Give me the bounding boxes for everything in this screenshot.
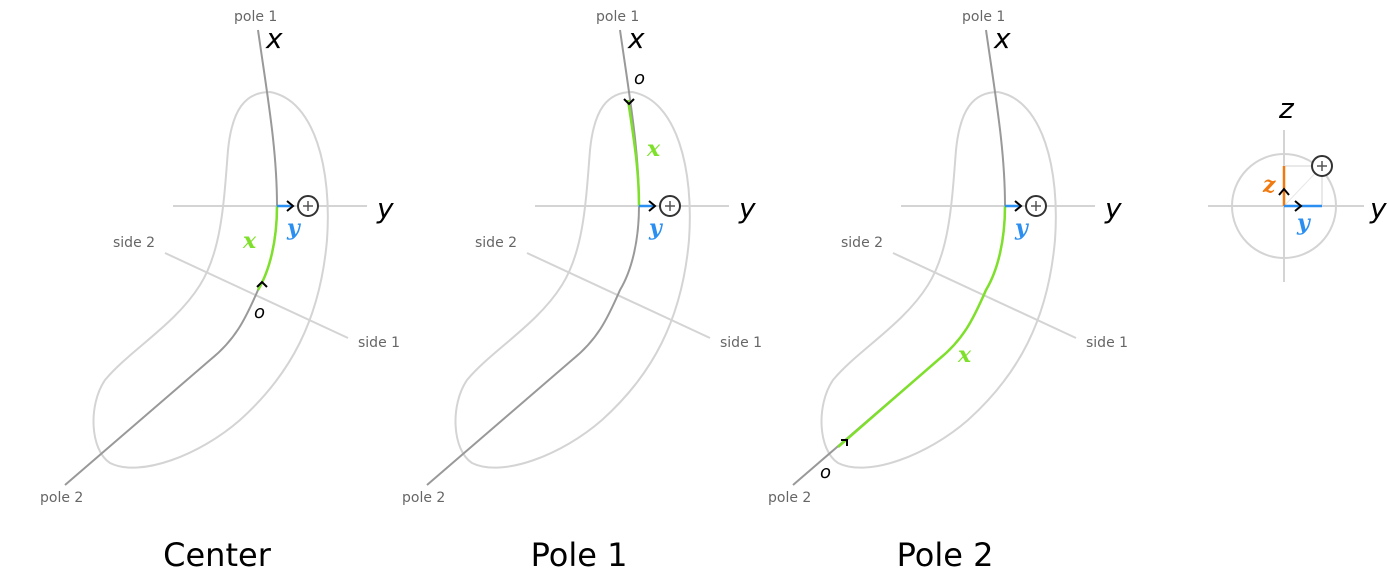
pole-1-label: pole 1 [962, 9, 1005, 25]
axis-label-y: y [376, 192, 394, 225]
origin-label: o [254, 302, 265, 323]
z-component-label: z [1262, 172, 1276, 198]
y-coordinate-label: y [286, 215, 302, 241]
panel-center: o x y x y pole 1 pole 2 side 2 side 1 Center [40, 9, 400, 568]
centerline [426, 29, 641, 486]
centerline [792, 29, 1007, 486]
x-coordinate-label: x [957, 342, 972, 368]
panel-pole-2: o x y x y pole 1 pole 2 side 2 side 1 Pole 2 [768, 9, 1128, 568]
origin-label: o [634, 68, 645, 89]
axis-label-x: x [993, 22, 1011, 55]
axis-label-y: y [1104, 192, 1122, 225]
x-coordinate-path [256, 205, 279, 291]
plus-circle-icon [659, 195, 681, 217]
origin-label: o [820, 462, 831, 483]
y-coordinate-label: y [1014, 215, 1030, 241]
origin-arrow-icon [841, 439, 848, 446]
y-arrow-icon [648, 200, 657, 212]
side-2-label: side 2 [841, 235, 883, 251]
cell-outline [820, 90, 1057, 469]
y-arrow-icon [1294, 200, 1303, 212]
panel-title: Center [163, 536, 272, 568]
axis-label-x: x [627, 22, 645, 55]
pole-1-label: pole 1 [596, 9, 639, 25]
plus-circle-icon [1311, 155, 1333, 177]
x-coordinate-path [626, 99, 641, 207]
cross-section-circle [1231, 153, 1337, 259]
pole-1-label: pole 1 [234, 9, 277, 25]
plus-circle-icon [1025, 195, 1047, 217]
axis-label-y: y [738, 192, 756, 225]
y-arrow-icon [1014, 200, 1023, 212]
y-component-label: y [1296, 210, 1312, 236]
plus-circle-icon [297, 195, 319, 217]
side-1-label: side 1 [720, 335, 762, 351]
panel-title: Pole 1 [531, 536, 628, 568]
side-1-label: side 1 [358, 335, 400, 351]
panel-title: Pole 2 [897, 536, 994, 568]
centerline [64, 29, 279, 486]
axis-label-y: y [1369, 192, 1387, 225]
axis-label-z: z [1278, 92, 1295, 125]
cross-section: z y z y [1208, 92, 1387, 282]
y-coordinate-label: y [648, 215, 664, 241]
origin-arrow-icon [256, 280, 268, 288]
side-1-label: side 1 [1086, 335, 1128, 351]
x-coordinate-label: x [242, 228, 257, 254]
x-coordinate-label: x [646, 136, 661, 162]
pole-2-label: pole 2 [40, 490, 83, 506]
side-2-label: side 2 [113, 235, 155, 251]
cell-outline [454, 90, 691, 469]
y-arrow-icon [286, 200, 295, 212]
x-coordinate-path [837, 205, 1007, 448]
pole-2-label: pole 2 [768, 490, 811, 506]
z-arrow-icon [1278, 187, 1290, 196]
pole-2-label: pole 2 [402, 490, 445, 506]
origin-arrow-icon [623, 98, 635, 106]
side-2-label: side 2 [475, 235, 517, 251]
cell-outline [92, 90, 329, 469]
axis-label-x: x [265, 22, 283, 55]
